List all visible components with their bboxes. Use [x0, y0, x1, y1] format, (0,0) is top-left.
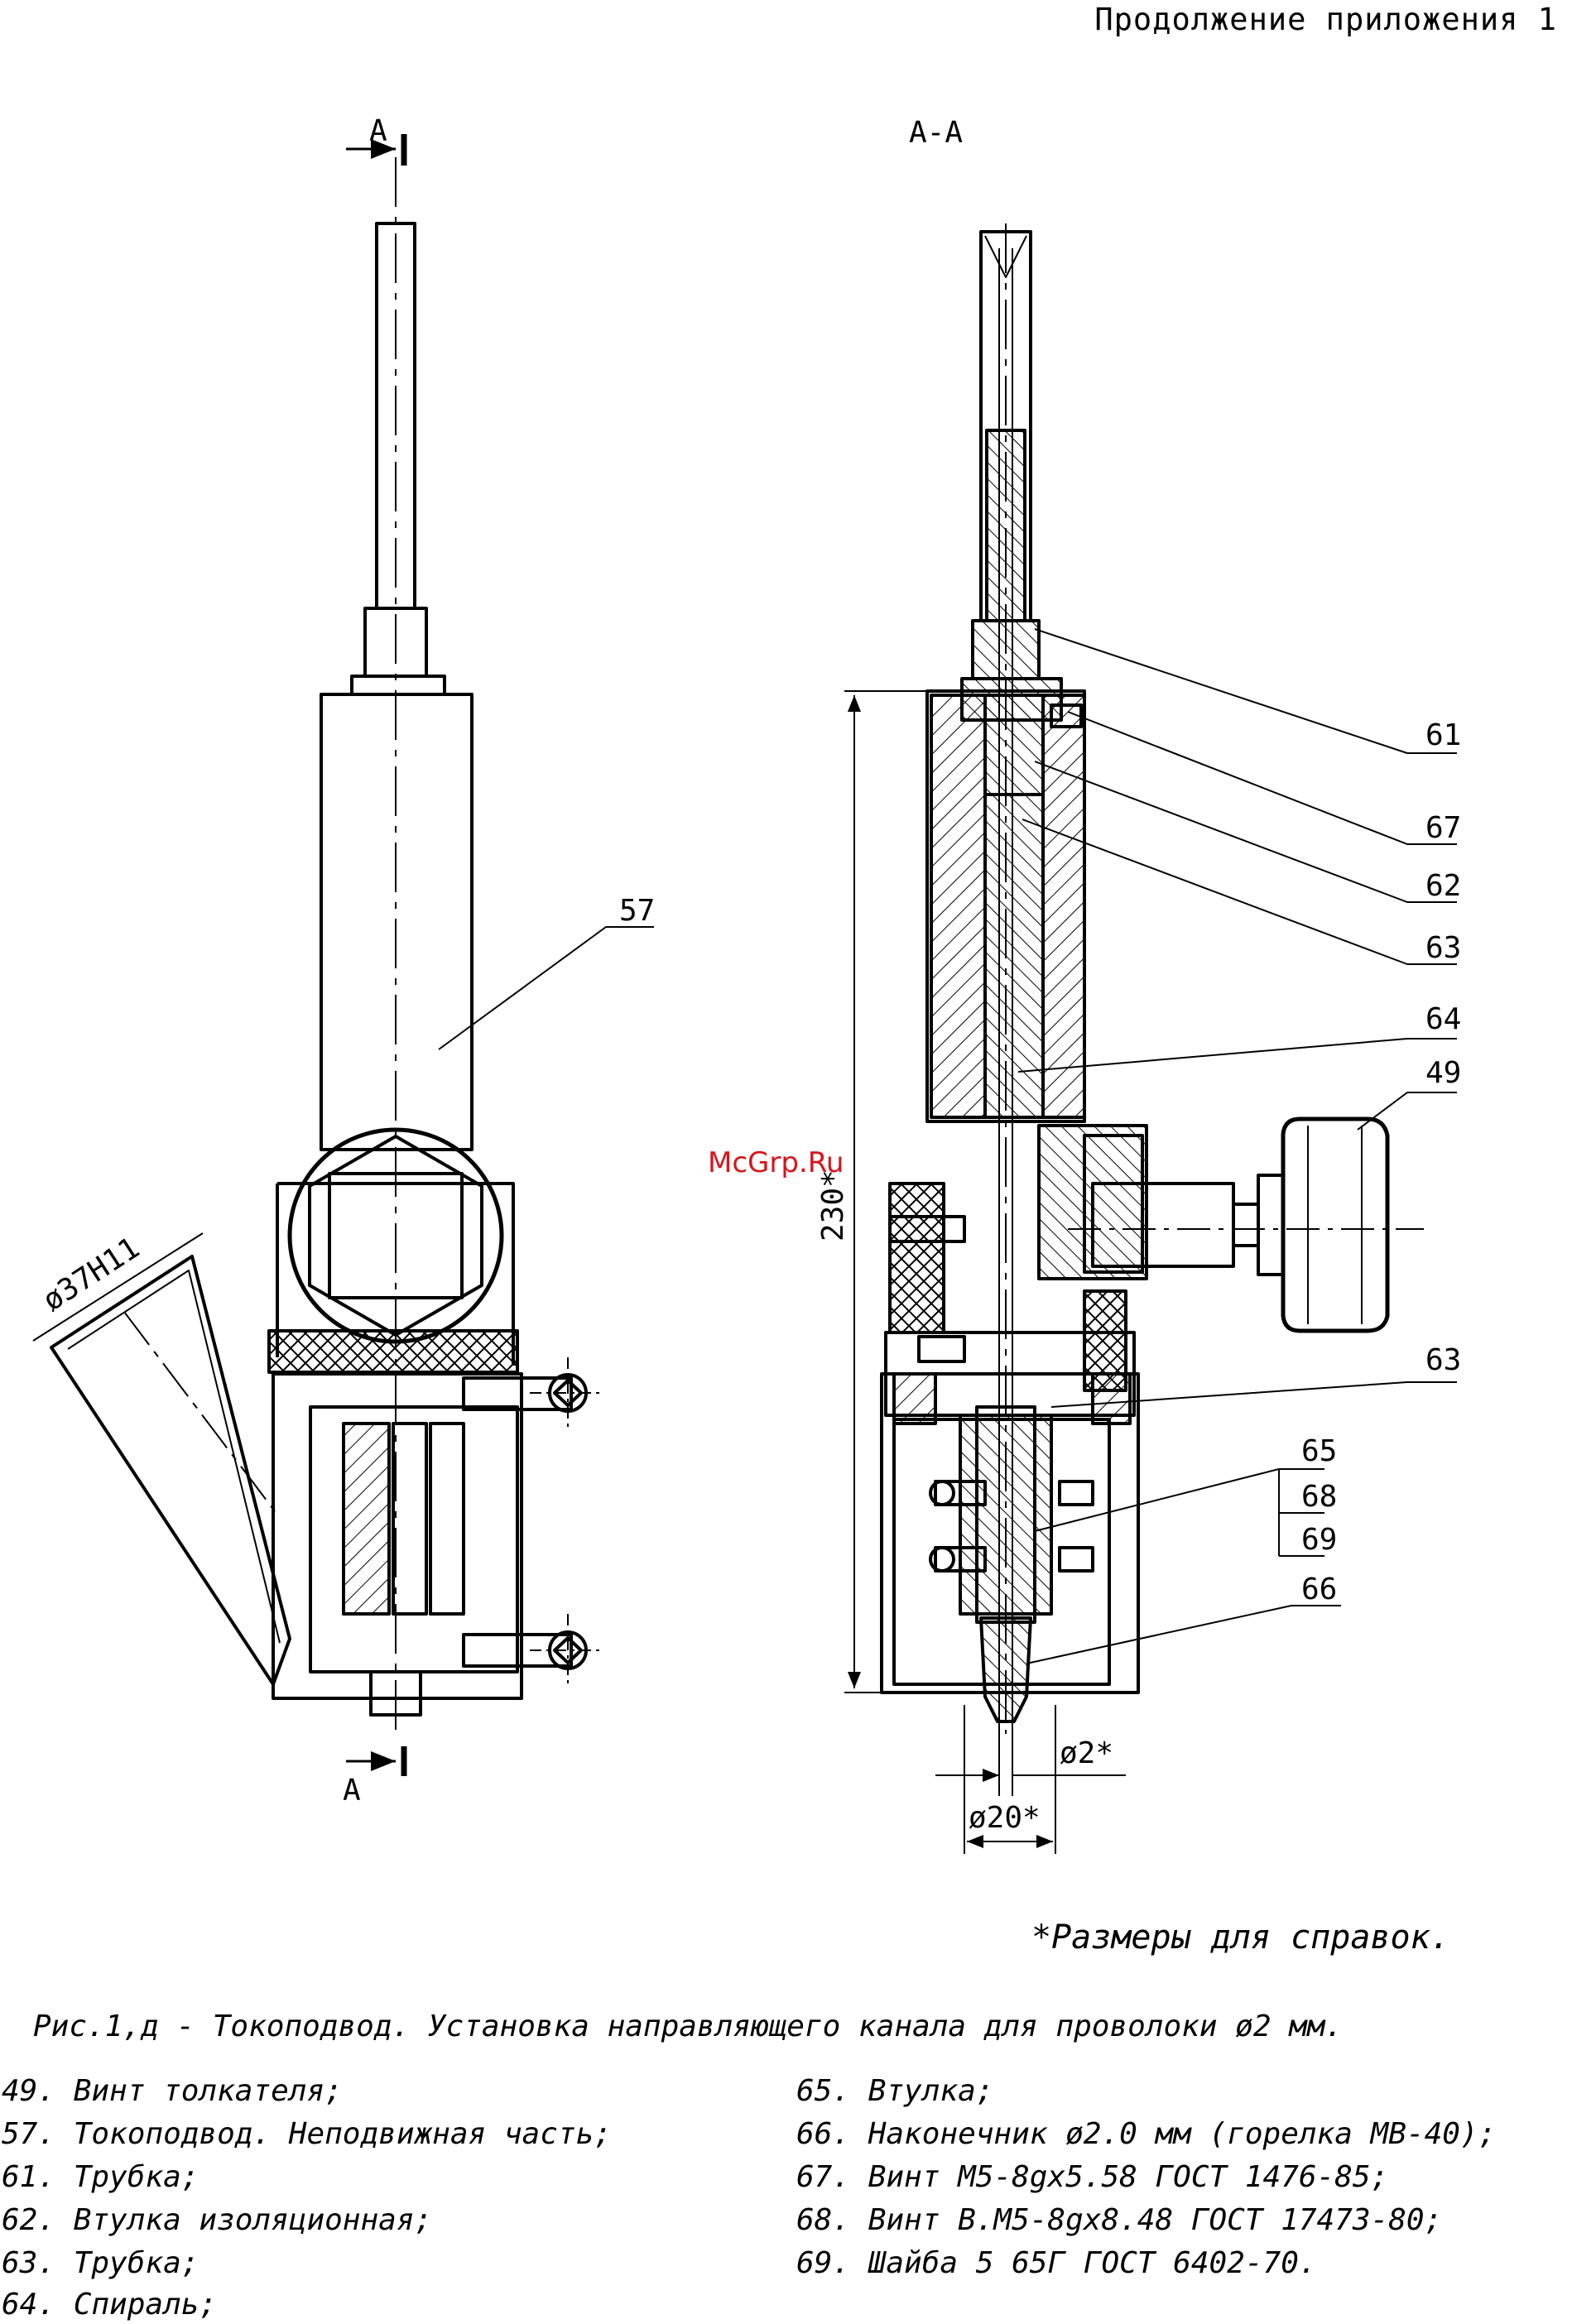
callout-65: 65 — [1301, 1434, 1337, 1468]
legend-item: 68. Винт B.M5-8gx8.48 ГОСТ 17473-80; — [796, 2203, 1443, 2237]
callout-69: 69 — [1301, 1523, 1337, 1557]
legend-item: 65. Втулка; — [796, 2074, 994, 2108]
reference-note: *Размеры для справок. — [1031, 1918, 1450, 1957]
left-view — [32, 134, 654, 1776]
drawing-labels: А А А-А ø37H11 230* ø2* ø20* 57 61 67 62… — [37, 114, 1462, 1835]
section-mark-a-bottom: А — [343, 1774, 361, 1808]
callout-57: 57 — [619, 894, 655, 928]
callout-62: 62 — [1425, 869, 1461, 903]
callout-64: 64 — [1425, 1002, 1461, 1036]
callout-63b: 63 — [1425, 1343, 1461, 1377]
dim-height: 230* — [816, 1169, 850, 1241]
section-title: А-А — [909, 116, 963, 150]
dim-pipe-diameter: ø37H11 — [37, 1231, 146, 1318]
legend-item: 57. Токоподвод. Неподвижная часть; — [2, 2117, 612, 2151]
continuation-header: Продолжение приложения 1 — [1094, 2, 1557, 37]
legend-item: 61. Трубка; — [2, 2160, 200, 2194]
callout-66: 66 — [1301, 1573, 1337, 1606]
section-view — [844, 223, 1457, 1854]
legend-item: 63. Трубка; — [2, 2246, 200, 2280]
legend-item: 64. Спираль; — [2, 2288, 218, 2322]
legend-item: 69. Шайба 5 65Г ГОСТ 6402-70. — [796, 2246, 1317, 2280]
callout-68: 68 — [1301, 1480, 1337, 1514]
callout-67: 67 — [1425, 811, 1461, 845]
dim-wire-diameter: ø2* — [1060, 1736, 1113, 1770]
legend-item: 66. Наконечник ø2.0 мм (горелка MB-40); — [796, 2117, 1497, 2151]
callout-63: 63 — [1425, 931, 1461, 965]
legend-item: 67. Винт M5-8gx5.58 ГОСТ 1476-85; — [796, 2160, 1389, 2194]
callout-49: 49 — [1425, 1056, 1461, 1090]
callout-61: 61 — [1425, 718, 1461, 752]
watermark: McGrp.Ru — [708, 1146, 844, 1179]
figure-caption: Рис.1,д - Токоподвод. Установка направля… — [33, 2009, 1344, 2043]
legend-item: 62. Втулка изоляционная; — [2, 2203, 433, 2237]
legend-item: 49. Винт толкателя; — [2, 2074, 343, 2108]
section-mark-a-top: А — [369, 114, 387, 148]
dim-tip-diameter: ø20* — [969, 1801, 1041, 1835]
